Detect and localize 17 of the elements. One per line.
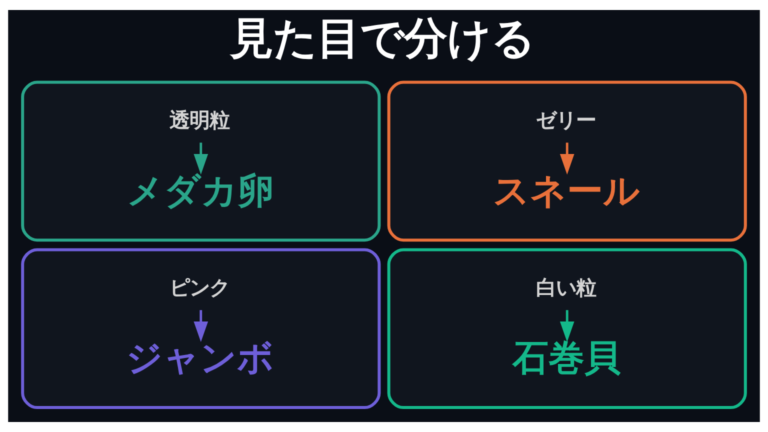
arrow [194,310,208,342]
node-text: 透明粒 [170,108,230,132]
node-text: ピンク [170,275,230,300]
cluster [21,80,381,242]
arrow [560,142,574,175]
arrow [560,310,574,342]
cluster [21,248,381,410]
node-text: ジャンボ [126,336,274,380]
diagram-title: 見た目で分ける [230,14,535,64]
node-text: ゼリー [536,108,596,132]
cluster [387,80,747,242]
node-text: 石巻貝 [512,336,620,380]
arrow [194,142,208,175]
node-text: スネール [493,168,640,212]
node-text: メダカ卵 [126,168,274,212]
node-text: 白い粒 [536,275,596,300]
cluster [387,248,747,410]
